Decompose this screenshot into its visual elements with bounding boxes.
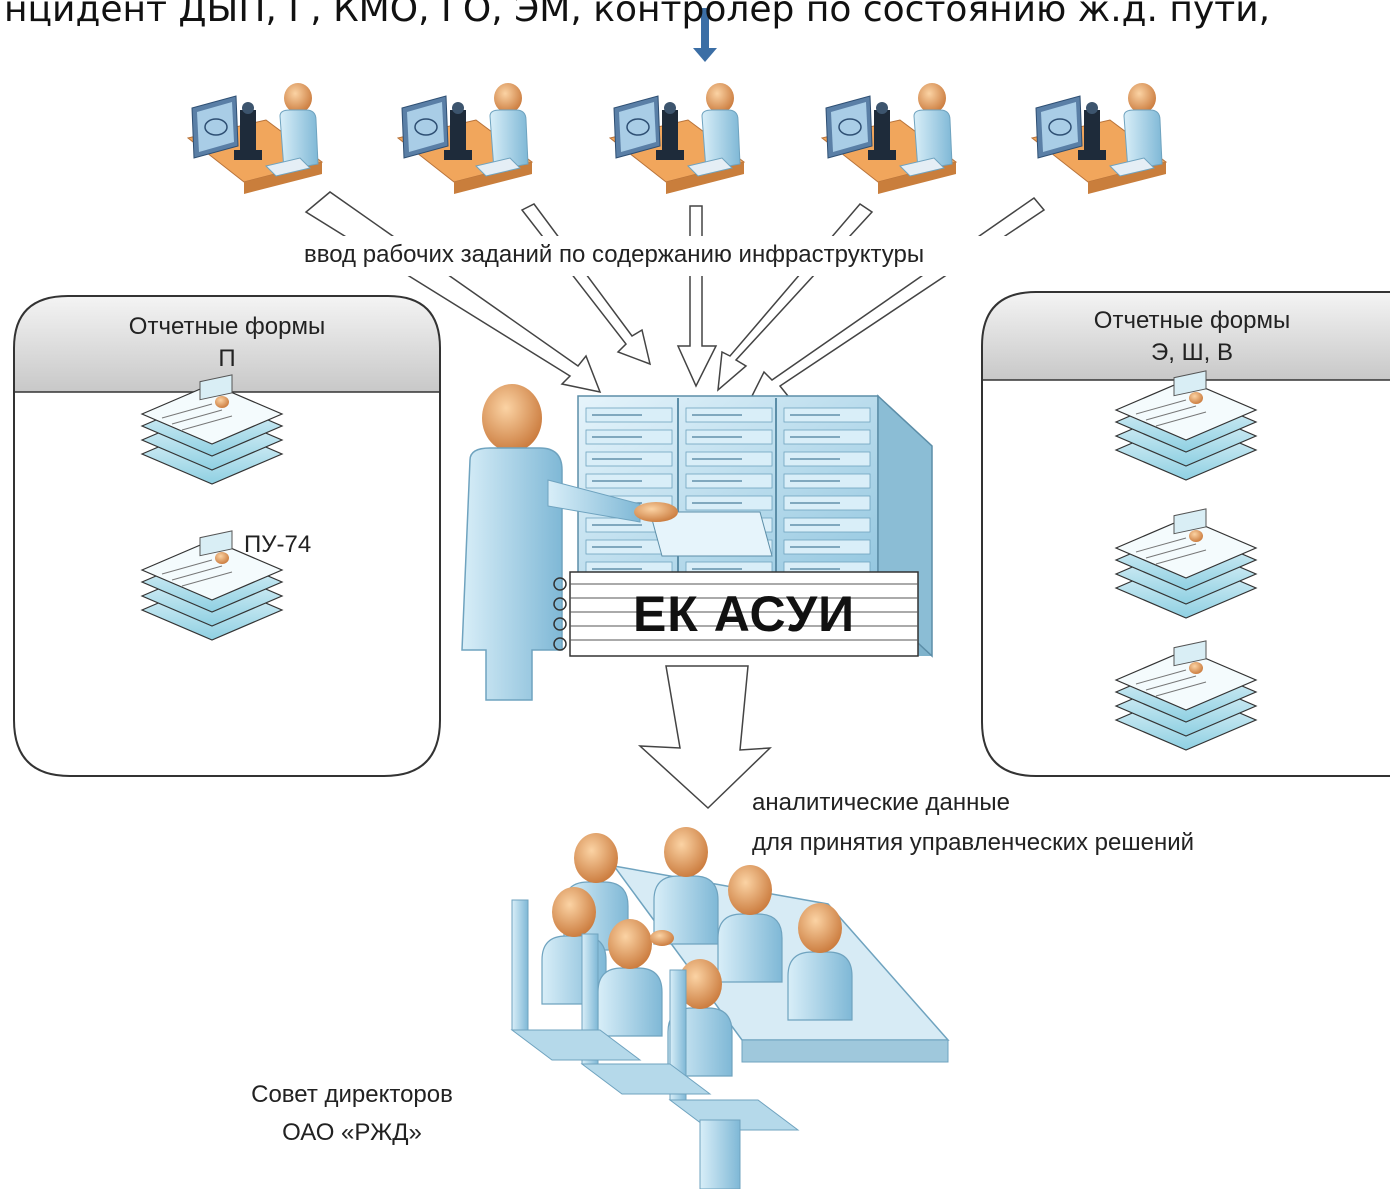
- right-panel-title-line2: Э, Ш, В: [1151, 339, 1233, 366]
- board-member-icon: [653, 827, 719, 945]
- system-nameplate: [553, 571, 919, 657]
- board-member-icon: [787, 903, 853, 1021]
- caption-backing: [302, 236, 1080, 276]
- workers-caption: ввод рабочих заданий по содержанию инфра…: [304, 241, 925, 268]
- board-caption-line1: Совет директоров: [251, 1081, 453, 1108]
- board-meeting-icon: [510, 827, 950, 1189]
- board-member-icon: [717, 865, 783, 983]
- document-stack-icon: [1114, 370, 1258, 481]
- document-stack-icon: [1114, 508, 1258, 619]
- document-stack-icon: [1114, 640, 1258, 751]
- document-stacks: [140, 370, 1258, 751]
- board-caption-line2: ОАО «РЖД»: [282, 1119, 422, 1146]
- document-stack-icon: [140, 374, 284, 485]
- left-panel-title-line2: П: [218, 345, 236, 372]
- operator-figure-icon: [461, 384, 678, 701]
- right-panel-title-line1: Отчетные формы: [1093, 307, 1291, 334]
- workstation-icon: [608, 83, 746, 194]
- workstation-icon: [820, 83, 958, 194]
- document-stack-icon: [140, 530, 284, 641]
- workstation-icon: [396, 83, 534, 194]
- output-arrow: [637, 665, 772, 810]
- left-panel-title-line1: Отчетные формы: [128, 313, 326, 340]
- analytics-caption-line2: для принятия управленческих решений: [752, 829, 1195, 856]
- board-member-icon: [597, 919, 663, 1037]
- workstation-icon: [1030, 83, 1168, 194]
- workstation-icon: [186, 83, 324, 194]
- left-report-panel: [13, 295, 441, 777]
- workers-row: [186, 83, 1168, 194]
- top-caption: нцидент ДЫП, Г, КМО, ГО, ЭМ, контролер п…: [4, 0, 1271, 30]
- doc-label-pu74: ПУ-74: [244, 531, 312, 558]
- analytics-caption-line1: аналитические данные: [752, 789, 1010, 816]
- system-label: ЕК АСУИ: [632, 586, 856, 642]
- top-input-arrow: [693, 8, 717, 62]
